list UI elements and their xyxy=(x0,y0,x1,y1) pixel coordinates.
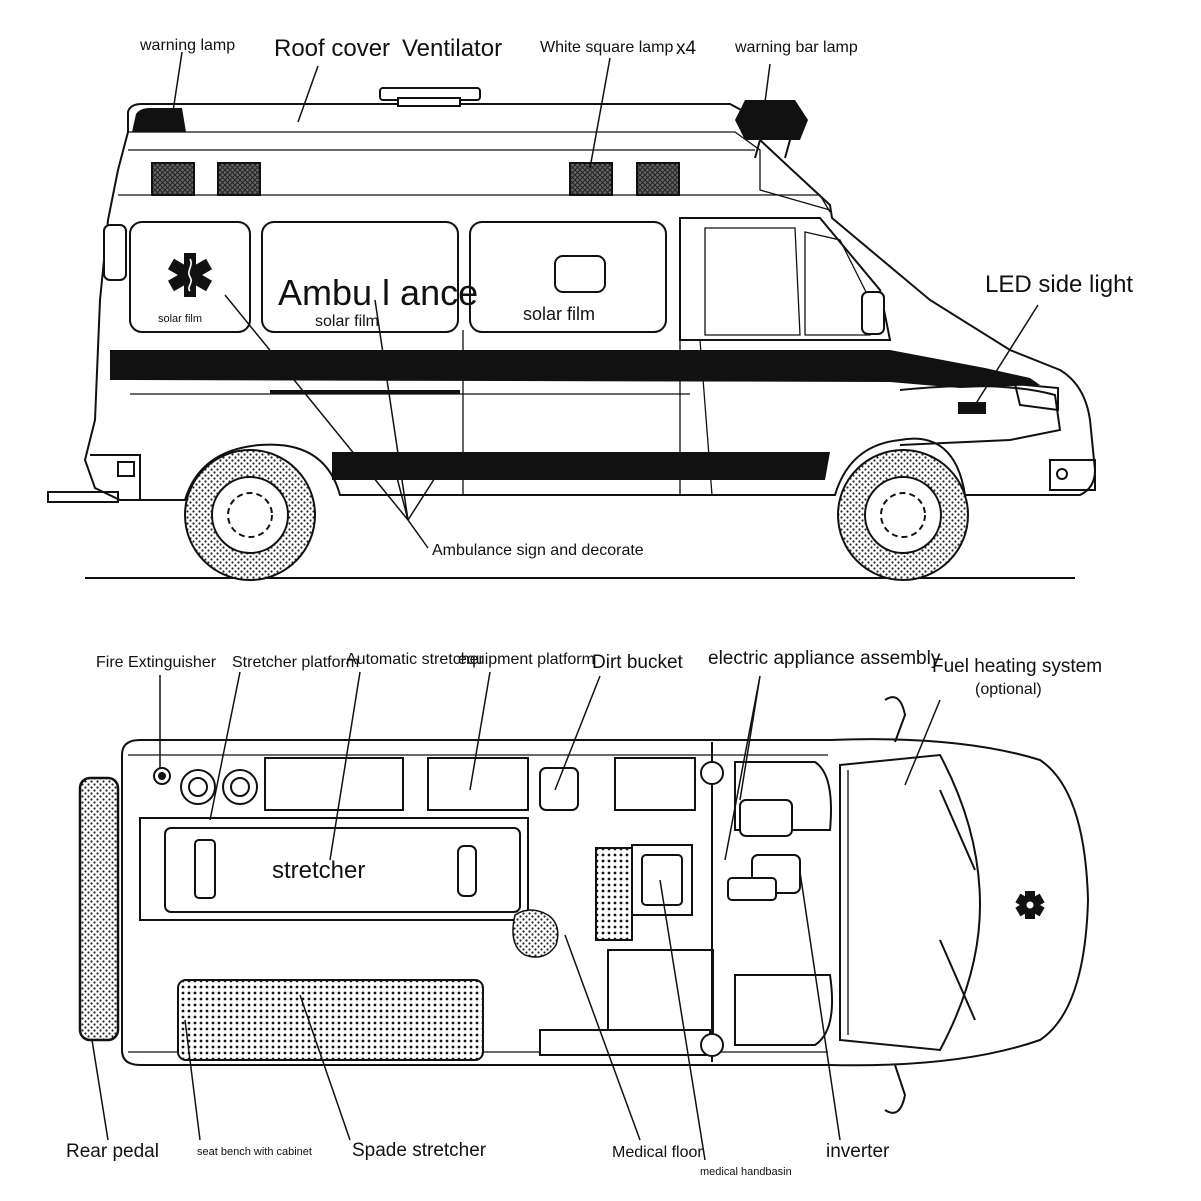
cab-seat-bottom xyxy=(734,974,834,1046)
top-body-outline xyxy=(121,738,1090,1067)
side-mirror xyxy=(861,291,885,335)
warning-bar-mount xyxy=(754,139,791,159)
label-spade-stretcher: Spade stretcher xyxy=(352,1140,487,1161)
seat-bench-cabinet xyxy=(177,979,484,1061)
solar-film-mid: solar film xyxy=(315,313,379,330)
square-lamp-1 xyxy=(151,162,195,196)
van-body-outline xyxy=(83,103,1097,501)
seat-post-top xyxy=(700,761,724,785)
label-roof-cover: Roof cover xyxy=(274,35,390,62)
ambulance-text: Ambu l ance xyxy=(278,272,478,313)
side-cabinet xyxy=(607,949,714,1033)
cab-window-quarter xyxy=(804,231,871,336)
cabinet-2 xyxy=(614,757,696,811)
label-ambulance-sign: Ambulance sign and decorate xyxy=(432,542,644,559)
side-leader-lines xyxy=(171,51,1039,549)
roof-cap xyxy=(128,131,831,211)
sliding-window-handle xyxy=(554,255,606,293)
rear-pedal xyxy=(78,776,120,1042)
label-dirt-bucket: Dirt bucket xyxy=(592,652,684,673)
lower-decor-stripe xyxy=(332,452,830,480)
label-equipment-platform: equipment platform xyxy=(458,651,595,668)
top-view: stretcher xyxy=(66,648,1102,1178)
label-ventilator: Ventilator xyxy=(402,35,502,62)
label-rear-pedal: Rear pedal xyxy=(66,1141,159,1162)
star-of-life-icon xyxy=(167,253,213,297)
label-warning-bar-lamp: warning bar lamp xyxy=(734,39,858,56)
dirt-bucket xyxy=(539,767,579,811)
solar-film-left: solar film xyxy=(158,313,202,325)
label-fire-extinguisher: Fire Extinguisher xyxy=(96,654,217,671)
label-white-square-lamp: White square lamp xyxy=(540,39,673,56)
top-leader-lines xyxy=(91,671,941,1161)
cab-door xyxy=(679,217,892,341)
medical-bag xyxy=(512,909,559,958)
rear-bumper xyxy=(90,454,141,500)
warning-bar-lamp xyxy=(735,100,808,140)
square-lamp-2 xyxy=(217,162,261,196)
ventilator-base xyxy=(397,97,461,107)
windshield xyxy=(839,753,982,1052)
label-electric-appliance: electric appliance assembly xyxy=(708,648,941,669)
wipers xyxy=(939,789,976,1021)
warning-lamp-rear xyxy=(132,108,186,132)
label-fuel-heating: Fuel heating system xyxy=(932,656,1102,677)
label-optional: (optional) xyxy=(975,681,1042,698)
stretcher-rail-left xyxy=(194,839,216,899)
label-medical-handbasin: medical handbasin xyxy=(700,1166,792,1178)
front-wheel xyxy=(837,449,969,581)
label-led-side-light: LED side light xyxy=(985,271,1133,298)
window-middle xyxy=(261,221,459,333)
mirror-top xyxy=(884,696,907,743)
front-bumper xyxy=(1049,459,1096,491)
electric-appliance xyxy=(739,799,793,837)
automatic-stretcher xyxy=(164,827,521,913)
rear-step xyxy=(47,491,119,503)
medical-handbasin xyxy=(641,854,683,906)
stretcher-handle-right xyxy=(457,845,477,897)
headlight xyxy=(1013,382,1059,412)
rear-hinge xyxy=(103,224,127,281)
solar-film-right: solar film xyxy=(523,304,595,324)
led-side-light xyxy=(958,402,986,414)
label-stretcher-platform: Stretcher platform xyxy=(232,654,359,671)
decor-stripe xyxy=(110,350,1040,388)
square-lamp-3 xyxy=(569,162,613,196)
seat-post-bottom xyxy=(700,1033,724,1057)
cabinet-1 xyxy=(264,757,404,811)
equipment-platform xyxy=(427,757,529,811)
label-lamp-count: x4 xyxy=(676,38,697,59)
stretcher-text: stretcher xyxy=(272,857,365,884)
label-warning-lamp: warning lamp xyxy=(139,37,235,54)
front-fender xyxy=(899,385,1062,446)
hood-emblem-icon xyxy=(1015,891,1045,919)
fog-lamp xyxy=(1056,468,1068,480)
square-lamp-4 xyxy=(636,162,680,196)
cab-seat-top xyxy=(734,761,832,831)
rear-reflector xyxy=(117,461,135,477)
side-view: Ambu l ance solar film solar film solar … xyxy=(47,35,1133,581)
step-rail xyxy=(270,390,460,394)
label-inverter: inverter xyxy=(826,1141,890,1162)
mirror-bottom xyxy=(884,1064,907,1114)
step-mat xyxy=(595,847,633,941)
label-medical-floor: Medical floor xyxy=(612,1144,703,1161)
label-automatic-stretcher: Automatic stretcher xyxy=(346,651,485,668)
label-seat-bench: seat bench with cabinet xyxy=(197,1146,312,1158)
roof-lower-line xyxy=(118,194,831,213)
console-box xyxy=(727,877,777,901)
rear-wheel xyxy=(184,449,316,581)
cab-window-front xyxy=(704,227,801,336)
